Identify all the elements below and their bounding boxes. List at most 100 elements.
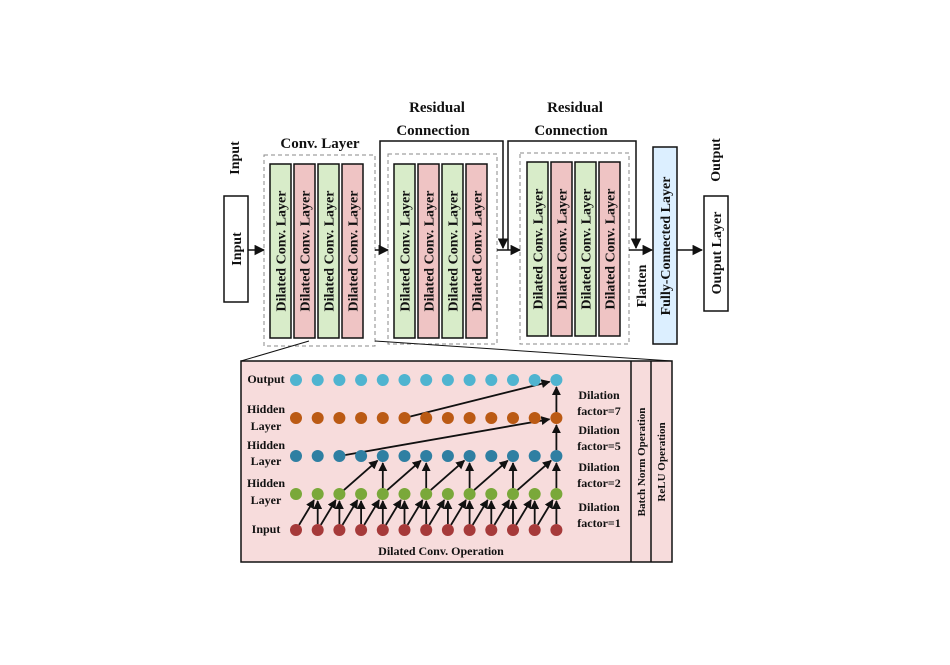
neuron-node xyxy=(398,524,411,536)
neuron-node xyxy=(485,488,498,500)
residual-1-line2: Connection xyxy=(396,123,470,139)
conv-block-2 xyxy=(387,153,498,345)
block3-layer-3 xyxy=(574,161,597,337)
dilation-connection-arrow xyxy=(345,416,551,456)
dilation-factor-label: Dilation xyxy=(578,388,620,402)
conv-layer-title: Conv. Layer xyxy=(280,136,360,152)
output-box-label: Output Layer xyxy=(710,212,725,295)
dilated-conv-layer-label: Dilated Conv. Layer xyxy=(532,189,547,310)
zoom-line-right xyxy=(374,340,673,362)
dilation-connection-arrow xyxy=(428,499,446,526)
fully-connected-label: Fully-Connected Layer xyxy=(659,177,674,316)
dilation-connection-arrow xyxy=(320,499,337,526)
dilation-connection-arrow xyxy=(386,459,422,491)
detail-row-label: Layer xyxy=(251,493,282,507)
neuron-node xyxy=(420,374,433,386)
neuron-node xyxy=(333,374,346,386)
block1-layer-1 xyxy=(269,163,292,339)
dilation-factor-label: Dilation xyxy=(578,500,620,514)
block2-layer-4 xyxy=(465,163,488,339)
dilated-conv-layer-label: Dilated Conv. Layer xyxy=(604,189,619,310)
block1-layer-2 xyxy=(293,163,316,339)
neuron-node xyxy=(485,412,498,424)
neuron-node xyxy=(507,488,519,500)
dilation-connection-arrow xyxy=(385,499,402,526)
neuron-node xyxy=(441,524,454,536)
dilation-connection-arrow xyxy=(341,499,359,526)
neuron-node xyxy=(333,412,346,424)
neuron-node xyxy=(376,488,389,500)
dilated-conv-layer-label: Dilated Conv. Layer xyxy=(323,191,338,312)
neuron-node xyxy=(290,524,302,536)
neuron-node xyxy=(420,524,433,536)
neuron-node xyxy=(376,374,389,386)
neuron-node xyxy=(528,374,541,386)
fully-connected-box xyxy=(652,146,678,345)
relu-label: ReLU Operation xyxy=(656,422,668,501)
dilation-factor-label: factor=1 xyxy=(577,516,620,530)
detail-row-label: Layer xyxy=(251,419,282,433)
neuron-node xyxy=(528,412,541,424)
neuron-node xyxy=(333,524,346,536)
dilation-connection-arrow xyxy=(343,459,379,491)
neuron-node xyxy=(355,374,368,386)
input-side-label: Input xyxy=(228,141,243,175)
neuron-node xyxy=(311,374,324,386)
input-box-label: Input xyxy=(230,232,245,266)
neuron-node xyxy=(550,488,563,500)
detail-row-label: Hidden xyxy=(247,438,285,452)
neuron-node xyxy=(441,412,454,424)
block2-layer-3 xyxy=(441,163,464,339)
neuron-node xyxy=(550,450,563,462)
neuron-node xyxy=(355,412,368,424)
dilation-factor-label: Dilation xyxy=(578,423,620,437)
neuron-node xyxy=(528,450,541,462)
neuron-node xyxy=(463,412,476,424)
block2-layer-1 xyxy=(393,163,416,339)
dilated-conv-layer-label: Dilated Conv. Layer xyxy=(447,191,462,312)
neuron-node xyxy=(355,524,368,536)
detail-row-label: Output xyxy=(247,372,284,386)
batch-norm-label: Batch Norm Operation xyxy=(636,408,648,517)
block1-layer-4 xyxy=(341,163,364,339)
dilation-factor-label: factor=7 xyxy=(577,404,620,418)
dilated-conv-operation-label: Dilated Conv. Operation xyxy=(378,544,504,558)
neuron-node xyxy=(441,488,454,500)
flatten-label: Flatten xyxy=(635,264,650,307)
block3-layer-1 xyxy=(526,161,549,337)
neuron-node xyxy=(311,450,324,462)
residual-1-path xyxy=(379,140,509,250)
neuron-node xyxy=(355,488,368,500)
neuron-node xyxy=(485,524,498,536)
input-box xyxy=(223,195,249,303)
neuron-node xyxy=(420,412,433,424)
residual-1-line1: Residual xyxy=(409,100,465,116)
dilation-connection-arrow xyxy=(430,459,466,491)
dilated-conv-layer-label: Dilated Conv. Layer xyxy=(471,191,486,312)
neuron-node xyxy=(550,374,563,386)
neuron-node xyxy=(463,524,476,536)
conv-block-3 xyxy=(519,152,630,345)
residual-2-line2: Connection xyxy=(534,123,608,139)
neuron-node xyxy=(441,374,454,386)
neuron-node xyxy=(311,412,324,424)
block-3-layers: Dilated Conv. Layer Dilated Conv. Layer Di… xyxy=(526,161,621,337)
dilated-conv-layer-label: Dilated Conv. Layer xyxy=(580,189,595,310)
dilation-connection-arrow xyxy=(537,499,554,526)
neuron-node xyxy=(333,450,346,462)
block3-layer-2 xyxy=(550,161,573,337)
neuron-node xyxy=(376,450,389,462)
dilation-connection-arrow xyxy=(471,499,489,526)
neuron-node xyxy=(420,450,433,462)
dilation-connection-arrow xyxy=(406,499,424,526)
neuron-node xyxy=(398,488,411,500)
neuron-node xyxy=(290,488,302,500)
block3-layer-4 xyxy=(598,161,621,337)
dilation-connection-arrow xyxy=(363,499,380,526)
neuron-node xyxy=(311,524,324,536)
neuron-node xyxy=(528,488,541,500)
